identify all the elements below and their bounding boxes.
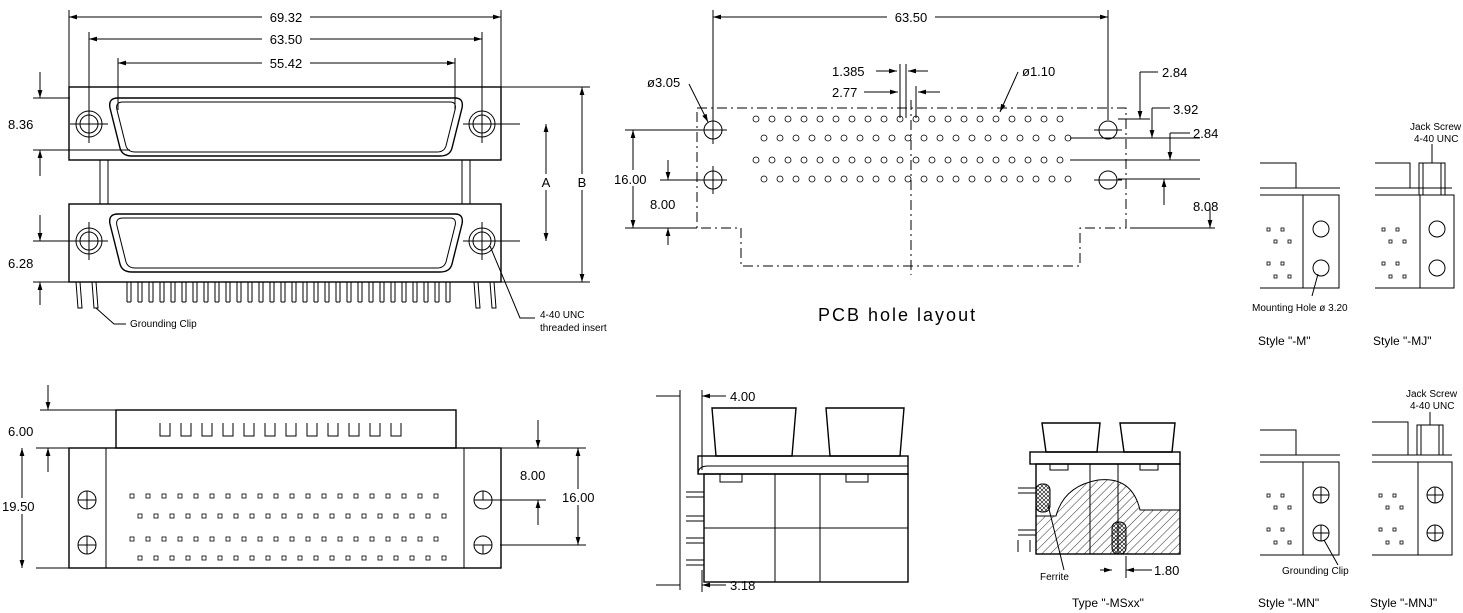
pcb-dim-left-16: 16.00 [614, 172, 647, 187]
style-mnj-label: Style "-MNJ" [1370, 596, 1437, 610]
jack-screw-line2: 4-40 UNC [1414, 134, 1458, 145]
pcb-dim-right-low: 8.08 [1193, 199, 1218, 214]
pcb-dim-right-top: 2.84 [1162, 65, 1187, 80]
dim-overall: 69.32 [270, 10, 303, 25]
bottom-dim-8: 8.00 [520, 468, 545, 483]
pin-row [126, 282, 451, 303]
bottom-dim-top: 6.00 [8, 424, 33, 439]
style-m-label: Style "-M" [1258, 334, 1311, 348]
dim-lower: 6.28 [8, 256, 33, 271]
bottom-dim-16: 16.00 [562, 490, 595, 505]
jack-screw-line1: Jack Screw [1410, 122, 1462, 133]
pcb-dim-hole-large: ø3.05 [647, 75, 680, 90]
style-m-view: Mounting Hole ø 3.20 Style "-M" [1252, 162, 1348, 348]
side-view: 4.00 3.18 [656, 389, 909, 593]
pcb-dim-right-row: 3.92 [1173, 102, 1198, 117]
side-dim-bottom: 3.18 [730, 578, 755, 593]
style-mn-view: Grounding Clip Style "-MN" [1258, 429, 1349, 610]
style-mj-view: Jack Screw 4-40 UNC Style "-MJ" [1373, 122, 1462, 348]
top-front-view: 69.32 63.50 55.42 [8, 9, 607, 334]
bottom-front-view: 6.00 19.50 8.00 16.00 [0, 385, 606, 569]
pcb-hole-layout: 63.50 ø3.05 [610, 9, 1218, 325]
msxx-type-label: Type "-MSxx" [1072, 596, 1144, 610]
dim-mount: 63.50 [270, 32, 303, 47]
dim-upper: 8.36 [8, 117, 33, 132]
contact-squares [129, 493, 447, 561]
pcb-dim-pitch-half: 1.385 [832, 64, 865, 79]
ferrite-label: Ferrite [1040, 572, 1069, 583]
bottom-dim-height: 19.50 [2, 499, 35, 514]
style-mnj-view: Jack Screw 4-40 UNC Style "-MNJ" [1370, 389, 1458, 610]
msxx-view: Ferrite 1.80 Type "-MSxx" [1017, 422, 1181, 610]
style-mn-label: Style "-MN" [1258, 596, 1319, 610]
mounting-hole-label: Mounting Hole ø 3.20 [1252, 303, 1348, 314]
insert-label-2: threaded insert [540, 323, 607, 334]
pcb-dim-width: 63.50 [895, 10, 928, 25]
pcb-dim-hole-small: ø1.10 [1022, 64, 1055, 79]
style-mj-label: Style "-MJ" [1373, 334, 1432, 348]
mn-grounding-clip: Grounding Clip [1282, 566, 1349, 577]
mnj-jack-line2: 4-40 UNC [1410, 401, 1454, 412]
label-b: B [578, 175, 587, 190]
pcb-dim-pitch: 2.77 [832, 85, 857, 100]
insert-label-1: 4-40 UNC [540, 310, 584, 321]
grounding-clip-label: Grounding Clip [130, 319, 197, 330]
pcb-dim-left-8: 8.00 [650, 197, 675, 212]
pcb-title: PCB hole layout [818, 305, 977, 325]
msxx-dim: 1.80 [1154, 563, 1179, 578]
pcb-dim-right-mid: 2.84 [1193, 126, 1218, 141]
side-dim-top: 4.00 [730, 389, 755, 404]
label-a: A [542, 175, 551, 190]
dim-shell: 55.42 [270, 56, 303, 71]
mnj-jack-line1: Jack Screw [1406, 389, 1458, 400]
